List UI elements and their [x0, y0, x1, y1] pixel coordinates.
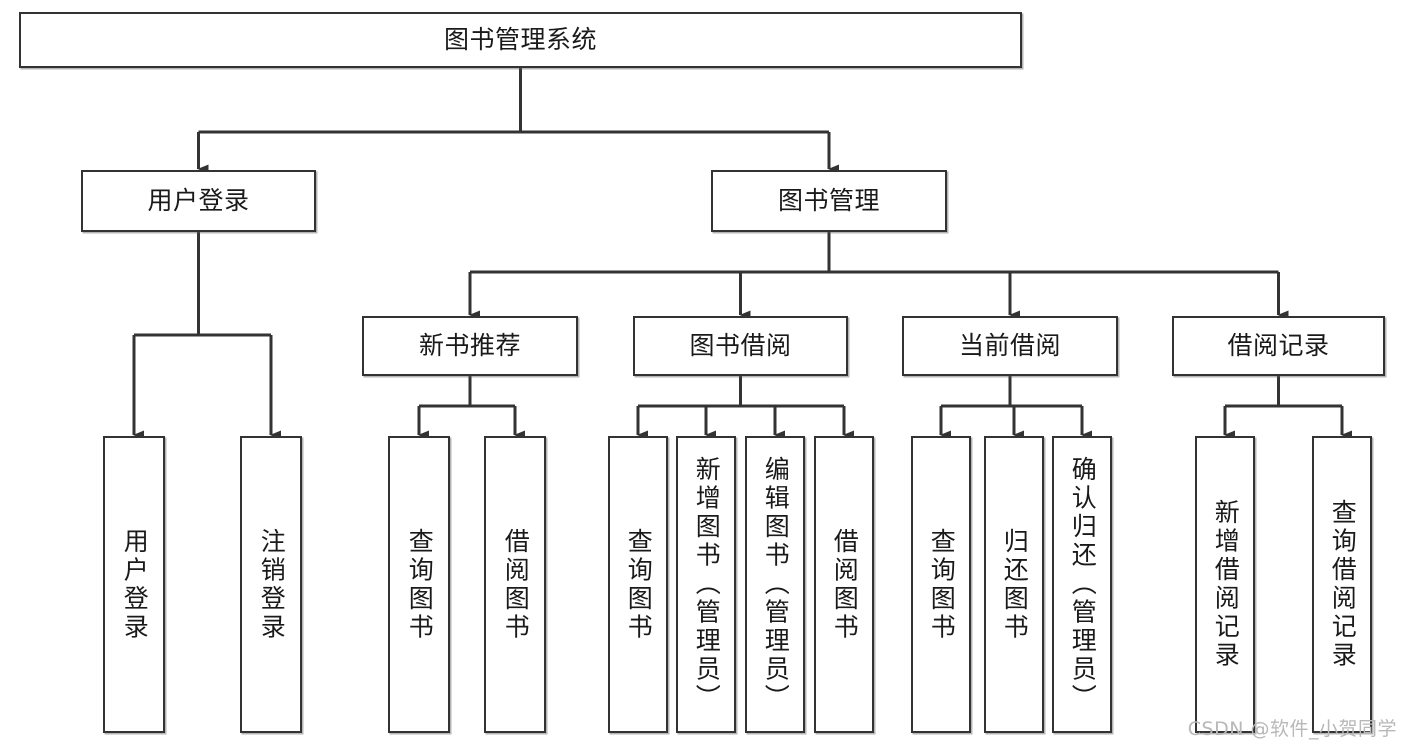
node-root[interactable]: 图书管理系统 [19, 12, 1022, 68]
node-label-l_logout: 注销登录 [257, 527, 287, 642]
watermark-text: CSDN @软件_小贺同学 [1187, 718, 1397, 740]
node-label-borrow: 图书借阅 [689, 331, 792, 360]
node-label-l_bo_add: 新增图书（管理员） [692, 456, 722, 713]
node-borrow[interactable]: 图书借阅 [633, 316, 848, 376]
node-records[interactable]: 借阅记录 [1172, 316, 1385, 376]
node-l_cu_return[interactable]: 归还图书 [984, 436, 1044, 733]
node-label-l_bo_query: 查询图书 [624, 527, 654, 642]
node-l_bo_edit[interactable]: 编辑图书（管理员） [745, 436, 805, 733]
node-label-l_re_query: 查询借阅记录 [1328, 499, 1358, 670]
node-login[interactable]: 用户登录 [81, 170, 316, 232]
node-l_logout[interactable]: 注销登录 [240, 436, 302, 733]
node-label-root: 图书管理系统 [443, 25, 597, 54]
node-label-l_cu_query: 查询图书 [927, 527, 957, 642]
node-l_bo_query[interactable]: 查询图书 [608, 436, 668, 733]
node-l_cu_query[interactable]: 查询图书 [911, 436, 971, 733]
node-label-l_bo_borrow: 借阅图书 [830, 527, 860, 642]
node-l_nb_borrow[interactable]: 借阅图书 [484, 436, 546, 733]
node-label-newbook: 新书推荐 [418, 331, 521, 360]
node-label-current: 当前借阅 [958, 331, 1061, 360]
node-l_login[interactable]: 用户登录 [103, 436, 165, 733]
node-current[interactable]: 当前借阅 [902, 316, 1118, 376]
node-l_re_add[interactable]: 新增借阅记录 [1195, 436, 1255, 733]
node-l_bo_borrow[interactable]: 借阅图书 [814, 436, 874, 733]
node-label-l_login: 用户登录 [120, 527, 150, 642]
node-label-records: 借阅记录 [1227, 331, 1330, 360]
node-label-login: 用户登录 [147, 186, 250, 215]
node-label-l_cu_return: 归还图书 [1000, 527, 1030, 642]
node-l_nb_query[interactable]: 查询图书 [388, 436, 450, 733]
node-label-l_nb_query: 查询图书 [405, 527, 435, 642]
node-l_cu_confirm[interactable]: 确认归还（管理员） [1052, 436, 1112, 733]
node-label-l_nb_borrow: 借阅图书 [501, 527, 531, 642]
connector-lines [132, 68, 1352, 440]
node-label-bookmgmt: 图书管理 [777, 186, 880, 215]
node-l_bo_add[interactable]: 新增图书（管理员） [676, 436, 736, 733]
node-label-l_re_add: 新增借阅记录 [1211, 499, 1241, 670]
node-label-l_cu_confirm: 确认归还（管理员） [1068, 456, 1098, 713]
node-l_re_query[interactable]: 查询借阅记录 [1312, 436, 1372, 733]
node-label-l_bo_edit: 编辑图书（管理员） [761, 456, 791, 713]
node-bookmgmt[interactable]: 图书管理 [711, 170, 947, 232]
node-newbook[interactable]: 新书推荐 [362, 316, 578, 376]
